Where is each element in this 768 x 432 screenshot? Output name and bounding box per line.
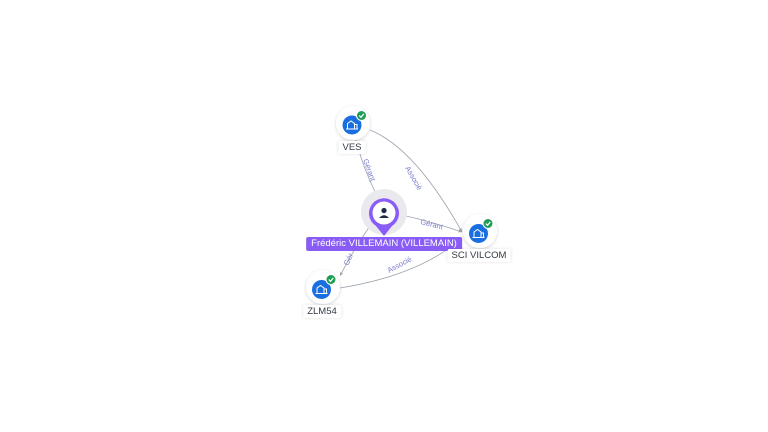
company-node-zlm54[interactable] [306,270,340,304]
edge-label-zlm54-sci-vilcom: Associé [386,254,413,274]
company-label-sci-vilcom[interactable]: SCI VILCOM [447,249,511,262]
check-badge-icon [328,277,334,283]
edge-label-person-ves: Gérant [361,158,378,183]
company-label-zlm54[interactable]: ZLM54 [303,305,341,318]
person-node[interactable] [361,189,407,236]
company-label-ves[interactable]: VES [338,141,366,154]
company-node-sci-vilcom[interactable] [463,214,497,248]
edge-person-sci-vilcom [401,214,463,233]
building-icon [315,284,328,294]
edge-label-person-sci-vilcom: Gérant [420,217,445,232]
edge-person-zlm54 [339,225,371,277]
building-icon [472,228,485,238]
edge-label-person-zlm54: Gér [342,251,356,267]
check-badge-icon [485,221,491,227]
check-badge-icon [358,113,365,119]
edge-label-ves-sci-vilcom: Associé [403,165,424,192]
building-icon [346,120,358,130]
user-icon [379,207,389,218]
person-label[interactable]: Frédéric VILLEMAIN (VILLEMAIN) [306,237,462,251]
company-node-ves[interactable] [336,106,370,140]
edge-ves-sci-vilcom [369,129,463,233]
